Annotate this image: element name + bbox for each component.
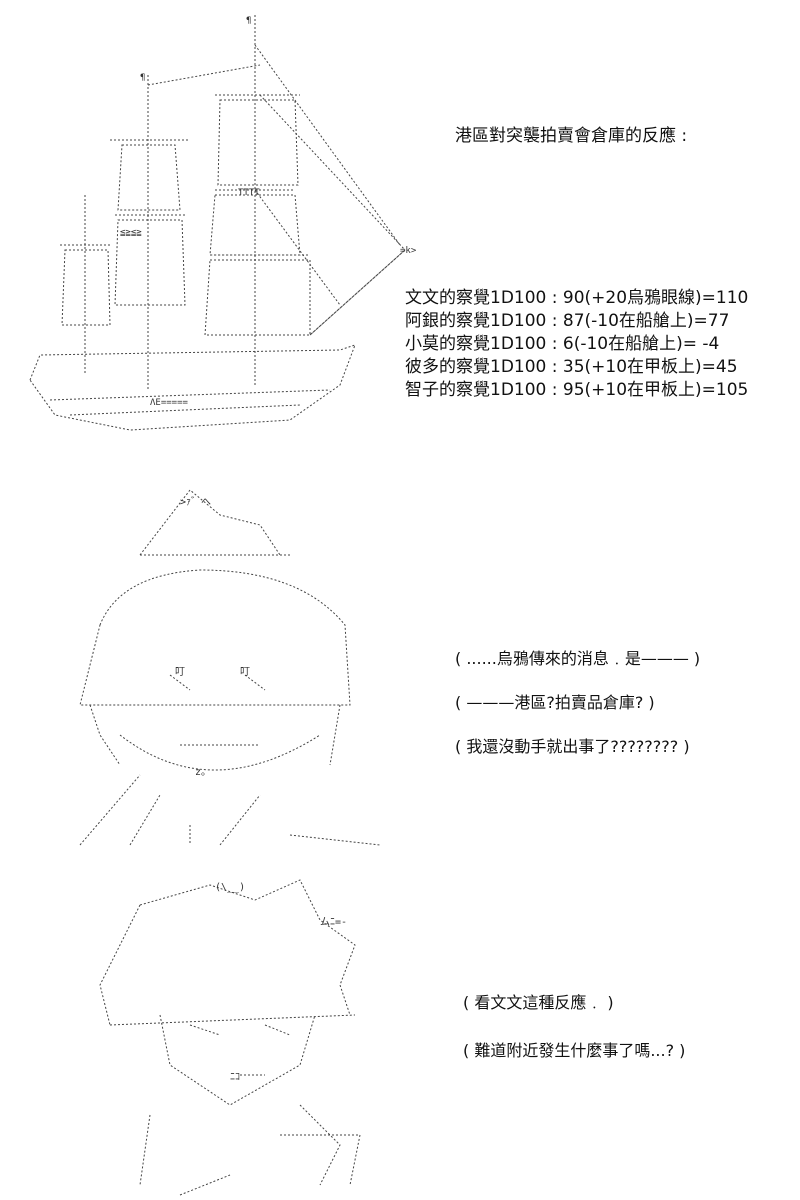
svg-text:=k>: =k> bbox=[400, 246, 417, 256]
panel-character-1: >ｧ゛へ 叮 叮 z。 ( ......烏鴉傳來的消息﹒是——— ) ( ———… bbox=[0, 470, 800, 860]
svg-text:ΛE=====: ΛE===== bbox=[150, 398, 189, 408]
svg-text:¶: ¶ bbox=[140, 73, 145, 83]
svg-text:(\__): (\__) bbox=[215, 882, 245, 893]
thought-line: ( 我還沒動手就出事了???????? ) bbox=[455, 737, 690, 756]
panel1-heading: 港區對突襲拍賣會倉庫的反應 : bbox=[455, 126, 688, 146]
roll-line: 阿銀的察覺1D100 : 87(-10在船艙上)=77 bbox=[405, 311, 730, 331]
svg-text:TTTT: TTTT bbox=[238, 188, 260, 198]
roll-line: 彼多的察覺1D100 : 35(+10在甲板上)=45 bbox=[405, 357, 738, 377]
svg-text:≦≧≦≧: ≦≧≦≧ bbox=[120, 228, 142, 238]
roll-results: 文文的察覺1D100 : 90(+20烏鴉眼線)=110 阿銀的察覺1D100 … bbox=[405, 287, 748, 402]
svg-text:叮: 叮 bbox=[240, 667, 250, 678]
svg-text:ムﾆ=-: ムﾆ=- bbox=[320, 916, 347, 928]
svg-text:>ｧ゛へ: >ｧ゛へ bbox=[180, 496, 211, 508]
svg-text:z。: z。 bbox=[195, 767, 211, 778]
svg-text:¶: ¶ bbox=[246, 16, 251, 26]
svg-text:叮: 叮 bbox=[175, 667, 185, 678]
ship-ascii-art: ¶ ¶ =k> TTTT ≦≧≦≧ ΛE===== bbox=[29, 15, 417, 431]
spiky-character-ascii-art: (\__) ムﾆ=- ﾆｺ bbox=[99, 879, 361, 1196]
roll-line: 文文的察覺1D100 : 90(+20烏鴉眼線)=110 bbox=[405, 288, 749, 308]
roll-line: 小莫的察覺1D100 : 6(-10在船艙上)= -4 bbox=[405, 334, 720, 354]
thought-line: ( ......烏鴉傳來的消息﹒是——— ) bbox=[455, 649, 701, 668]
panel-character-2: (\__) ムﾆ=- ﾆｺ ( 看文文這種反應﹒ ) ( 難道附近發生什麼事了嗎… bbox=[0, 860, 800, 1200]
roll-line: 智子的察覺1D100 : 95(+10在甲板上)=105 bbox=[405, 380, 749, 400]
thought-line: ( 難道附近發生什麼事了嗎...? ) bbox=[463, 1041, 686, 1060]
thought-line: ( ———港區?拍賣品倉庫? ) bbox=[455, 693, 655, 712]
hooded-character-ascii-art: >ｧ゛へ 叮 叮 z。 bbox=[79, 489, 381, 846]
panel-ship: ¶ ¶ =k> TTTT ≦≧≦≧ ΛE===== 港區對突襲拍賣會倉庫的反應 … bbox=[0, 0, 800, 470]
svg-text:ﾆｺ: ﾆｺ bbox=[230, 1072, 240, 1083]
thought-line: ( 看文文這種反應﹒ ) bbox=[463, 993, 614, 1012]
